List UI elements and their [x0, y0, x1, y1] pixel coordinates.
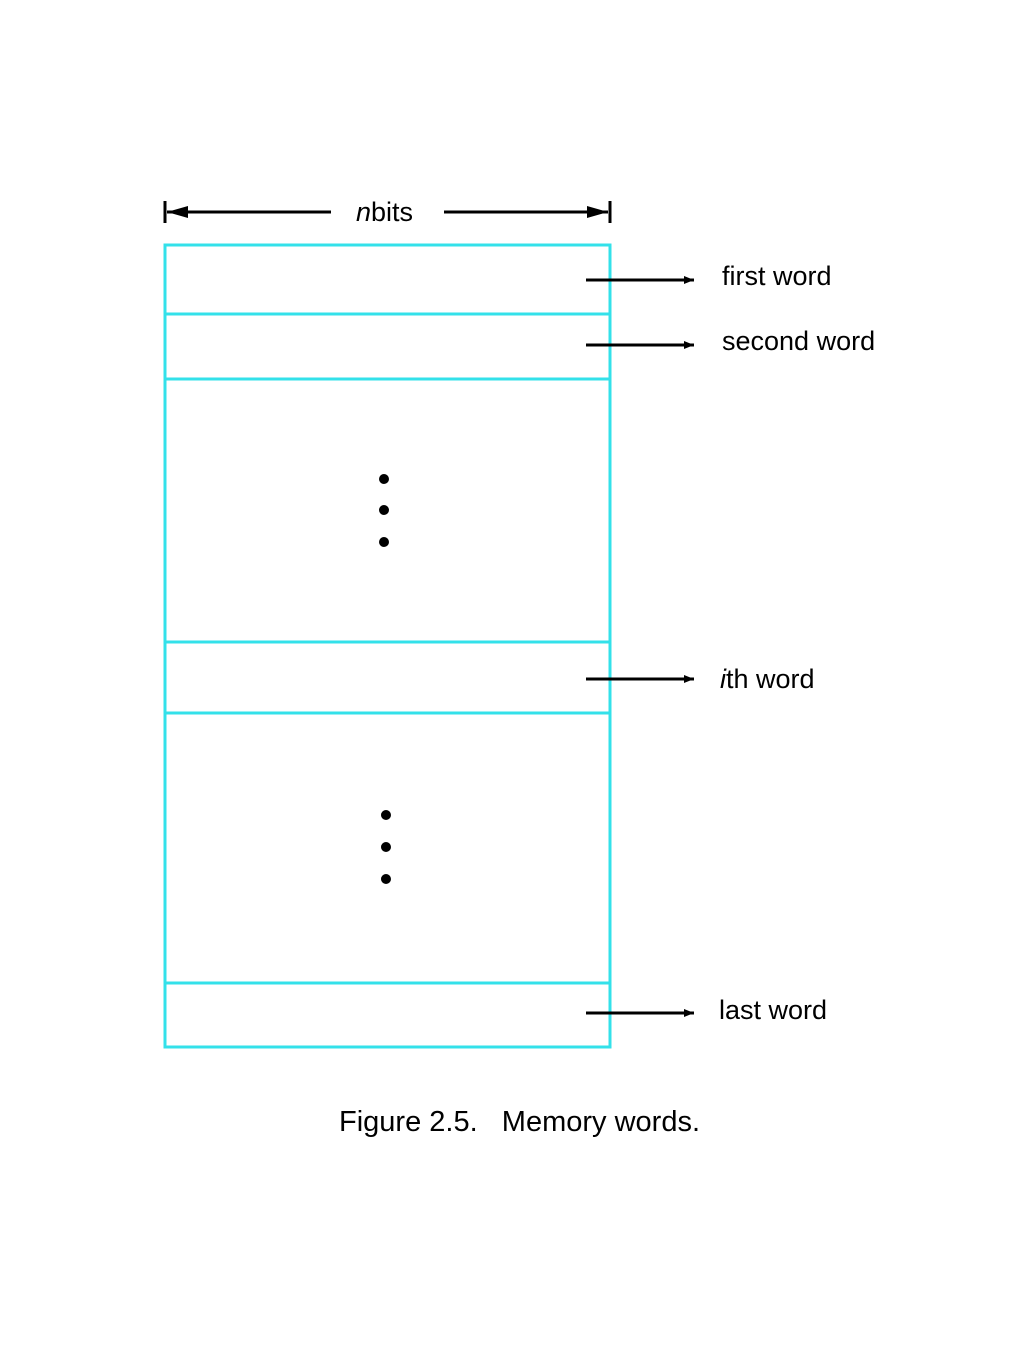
lower-vertical-ellipsis: [381, 810, 391, 884]
ellipsis-dot: [381, 842, 391, 852]
width-dimension: [163, 201, 612, 223]
width-variable: n: [356, 197, 372, 227]
word-arrows: [586, 276, 694, 1017]
left-arrowhead: [167, 206, 188, 218]
memory-block: [163, 243, 612, 1049]
memory-outline: [163, 243, 612, 1049]
ith-word-variable: i: [720, 664, 726, 694]
second-word-label: second word: [722, 326, 876, 356]
ith-word-label: ith word: [720, 666, 815, 693]
ellipsis-dot: [379, 505, 389, 515]
ith-word-suffix: th word: [726, 664, 815, 694]
ellipsis-dot: [379, 537, 389, 547]
first-word-label: first word: [722, 261, 832, 291]
ellipsis-dot: [379, 474, 389, 484]
width-unit: bits: [371, 197, 414, 227]
last-word-label: last word: [719, 995, 828, 1025]
right-arrowhead: [587, 206, 608, 218]
upper-vertical-ellipsis: [379, 474, 389, 547]
ellipsis-dot: [381, 874, 391, 884]
figure-caption: Figure 2.5. Memory words.: [339, 1106, 700, 1138]
width-label: nbits: [356, 199, 413, 226]
ellipsis-dot: [381, 810, 391, 820]
